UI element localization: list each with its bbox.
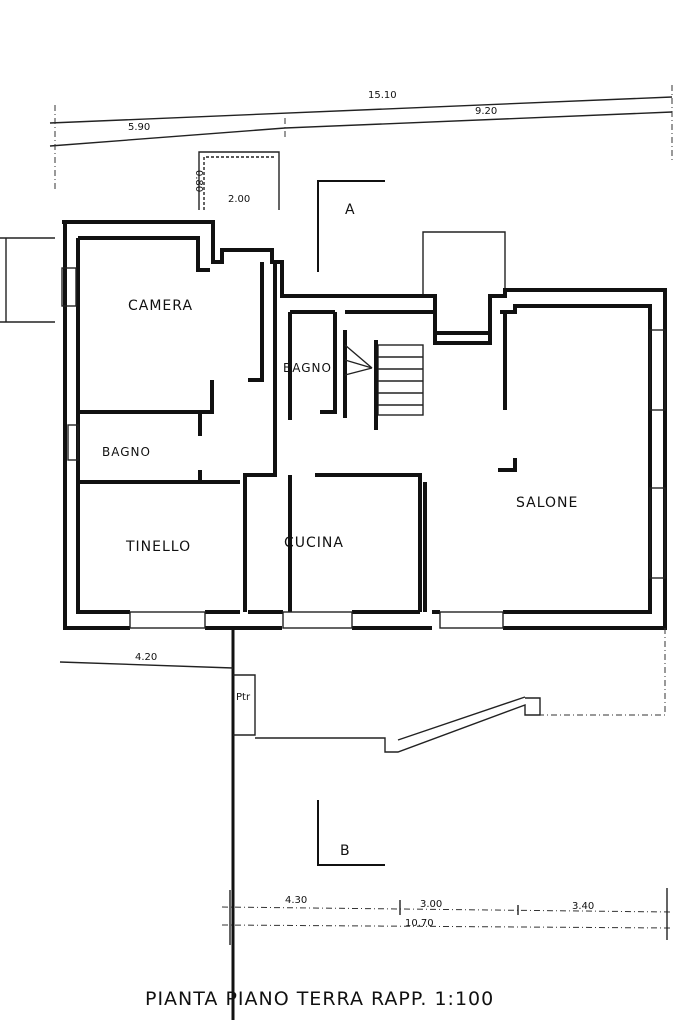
room-label-tinello: TINELLO <box>125 539 191 555</box>
dim-balcony-width: 2.00 <box>228 194 250 205</box>
dim-total-bottom: 10.70 <box>405 918 434 929</box>
room-label-camera: CAMERA <box>128 298 193 314</box>
room-label-salone: SALONE <box>516 495 578 511</box>
section-label-b: B <box>340 843 351 859</box>
interior-walls <box>78 262 517 612</box>
small-room-label: Ptr <box>236 692 251 703</box>
dim-bottom-2: 3.00 <box>420 899 442 910</box>
dim-bottom-1: 4.30 <box>285 895 307 906</box>
staircase <box>344 340 424 430</box>
room-label-cucina: CUCINA <box>284 535 344 551</box>
dimension-line-total-top <box>49 96 673 124</box>
drawing-title: PIANTA PIANO TERRA RAPP. 1:100 <box>145 988 494 1010</box>
dim-bottom-3: 3.40 <box>572 901 594 912</box>
section-label-a: A <box>345 202 356 218</box>
top-dimensions: 15.10 5.90 9.20 <box>49 85 673 190</box>
dimension-line-right-top <box>284 111 673 129</box>
dim-right-top: 9.20 <box>475 106 497 117</box>
balcony-top-middle <box>422 231 506 295</box>
balcony-left <box>0 237 55 323</box>
room-label-bagno-middle: BAGNO <box>283 361 332 375</box>
section-marker-a: A <box>317 180 385 272</box>
dim-left-top: 5.90 <box>128 122 150 133</box>
bottom-dimensions: 4.30 3.00 3.40 10.70 <box>221 888 671 945</box>
dimension-line-left-top <box>49 127 286 147</box>
room-label-bagno-left: BAGNO <box>102 445 151 459</box>
dim-total-top: 15.10 <box>368 90 397 101</box>
dim-balcony-depth: 0.80 <box>193 170 204 192</box>
section-marker-b: B <box>317 800 385 866</box>
terrace: Ptr 4.20 <box>59 628 666 1020</box>
balcony-top-left: 2.00 0.80 <box>193 151 280 210</box>
windows <box>61 267 666 629</box>
dim-left-bottom: 4.20 <box>135 652 157 663</box>
outer-walls <box>62 220 667 630</box>
